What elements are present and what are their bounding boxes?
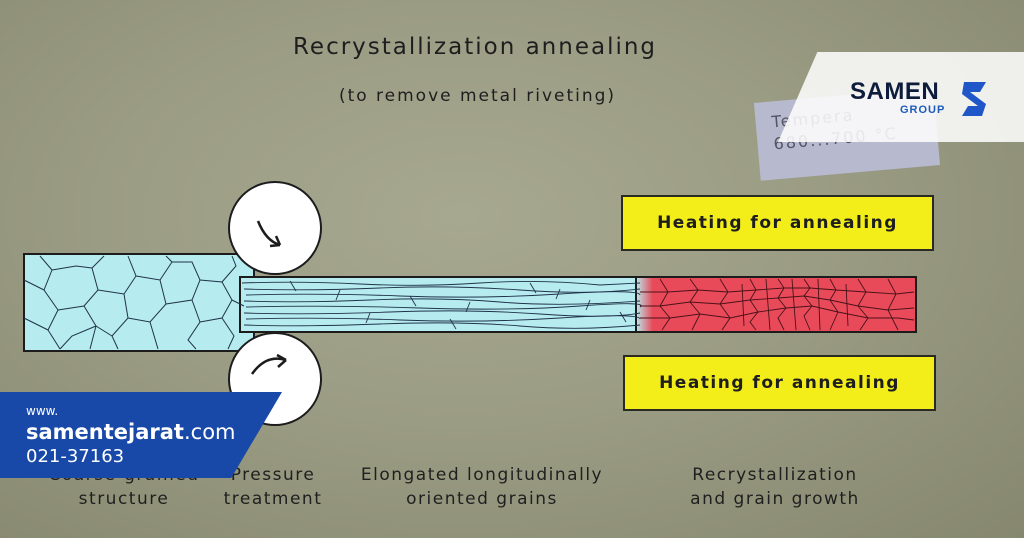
samen-logo-icon [962, 82, 986, 116]
coarse-grain-boundaries [23, 255, 245, 350]
samen-logo-group: GROUP [900, 104, 946, 116]
counterclockwise-arrow-icon [250, 353, 287, 375]
contact-phone: 021-37163 [26, 446, 125, 467]
recrystallized-grain-network [640, 278, 915, 331]
heating-label-top: Heating for annealing [621, 195, 934, 251]
caption-elongated-grains: Elongated longitudinally oriented grains [360, 465, 604, 509]
contact-band: www. samentejarat.com 021-37163 [0, 392, 282, 478]
top-roller [228, 181, 322, 275]
contact-website-tld: .com [183, 420, 236, 444]
diagram-subtitle: (to remove metal riveting) [338, 86, 617, 106]
clockwise-arrow-icon [256, 220, 282, 248]
samen-logo-text: SAMEN [850, 78, 940, 105]
caption-recrystallization: Recrystallization and grain growth [690, 465, 860, 509]
recrystallized-bar [635, 276, 917, 333]
diagram-title: Recrystallization annealing [292, 34, 658, 60]
caption-pressure-treatment: Pressure treatment [223, 465, 323, 509]
logo-band [778, 52, 1024, 142]
elongated-grain-lines [241, 280, 642, 330]
heating-label-bottom: Heating for annealing [623, 355, 936, 411]
contact-www: www. [26, 404, 59, 418]
contact-website-name: samentejarat [26, 420, 184, 444]
contact-website[interactable]: samentejarat.com [26, 420, 236, 444]
